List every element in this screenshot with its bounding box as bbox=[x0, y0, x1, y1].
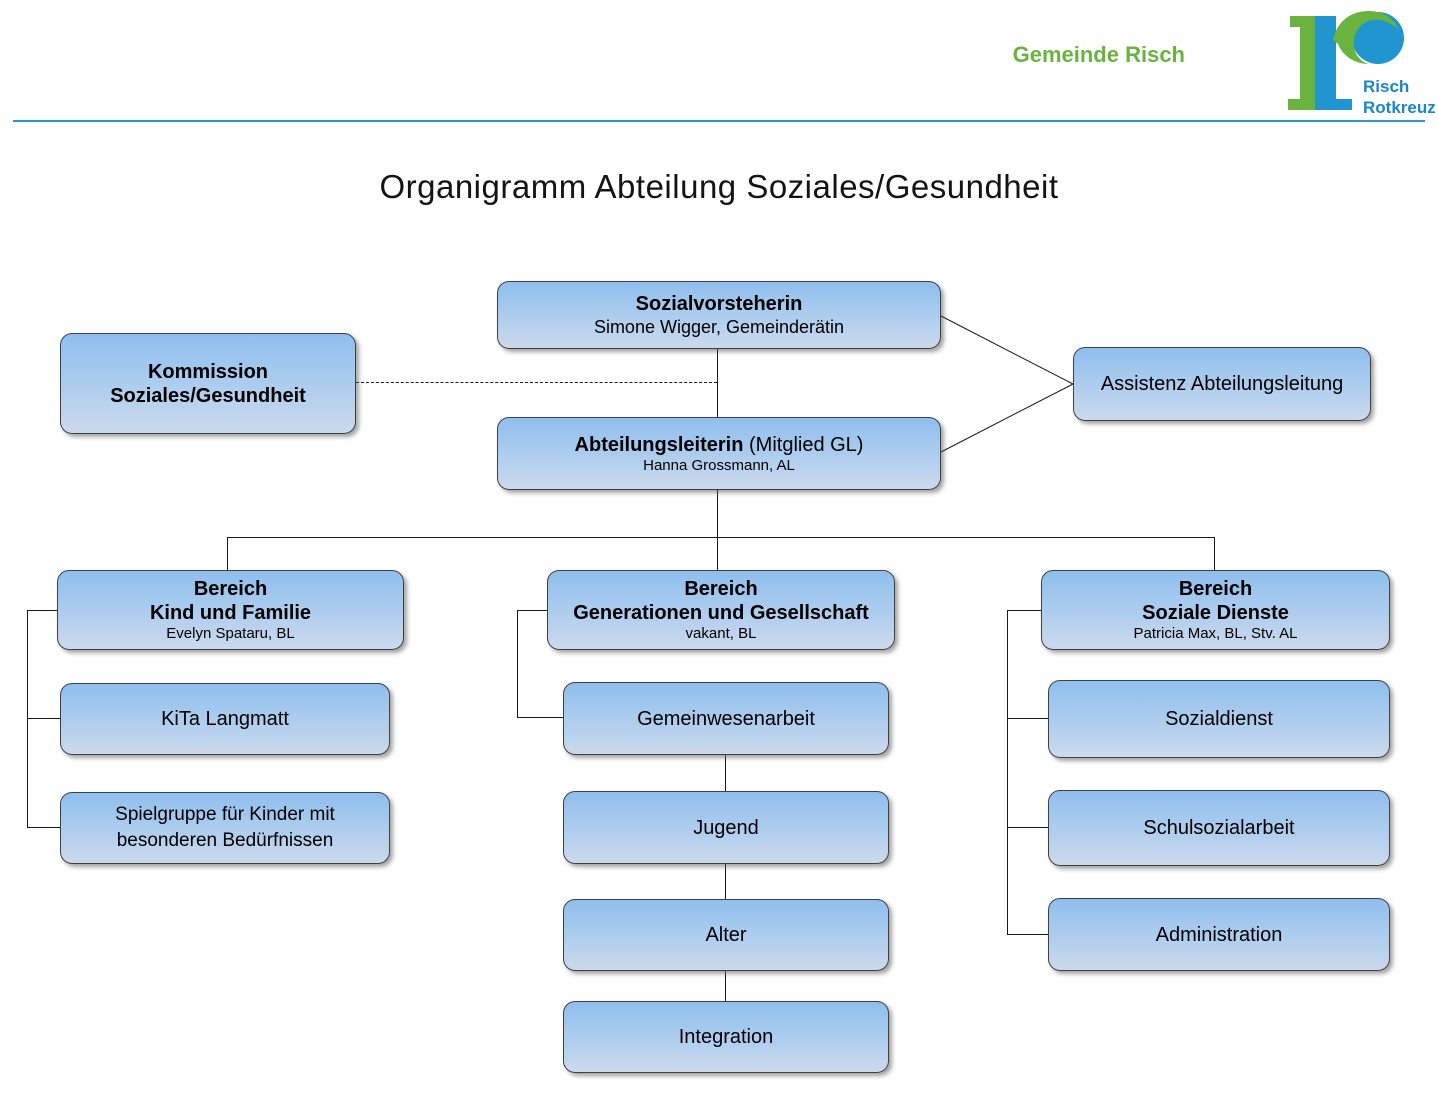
org-node-alter: Alter bbox=[563, 899, 889, 971]
connector-line bbox=[1007, 610, 1041, 611]
org-node-spielgruppe: Spielgruppe für Kinder mit besonderen Be… bbox=[60, 792, 390, 864]
node-title-line1: Kommission bbox=[147, 360, 269, 383]
org-node-jugend: Jugend bbox=[563, 791, 889, 864]
connector-line bbox=[27, 827, 60, 828]
node-title-line1: Bereich bbox=[1178, 578, 1253, 600]
node-title-line2: Soziale Dienste bbox=[1142, 602, 1289, 624]
node-label: Integration bbox=[678, 1026, 774, 1048]
org-node-integration: Integration bbox=[563, 1001, 889, 1073]
connector-line bbox=[1007, 610, 1008, 935]
node-label: Spielgruppe für Kinder mit besonderen Be… bbox=[115, 804, 335, 851]
connector-line bbox=[27, 610, 57, 611]
node-title-bold: Abteilungsleiterin bbox=[574, 433, 744, 456]
node-label: Sozialdienst bbox=[1165, 708, 1273, 730]
risch-rotkreuz-logo: Risch Rotkreuz bbox=[1283, 8, 1436, 118]
connector-line bbox=[517, 610, 518, 718]
node-title-line1: Bereich bbox=[193, 578, 268, 600]
logo-wordmark: Risch Rotkreuz bbox=[1363, 76, 1436, 119]
connector-line bbox=[717, 537, 718, 570]
org-node-schulsozialarbeit: Schulsozialarbeit bbox=[1048, 790, 1390, 866]
logo-line2: Rotkreuz bbox=[1363, 98, 1436, 118]
connector-line bbox=[725, 971, 726, 1001]
node-title-line2: Soziales/Gesundheit bbox=[110, 384, 306, 407]
org-node-kommission: Kommission Soziales/Gesundheit bbox=[60, 333, 356, 434]
connector-line bbox=[1007, 718, 1048, 719]
connector-line bbox=[717, 490, 718, 537]
node-label: Administration bbox=[1155, 923, 1283, 946]
org-node-assistenz: Assistenz Abteilungsleitung bbox=[1073, 347, 1371, 421]
node-label: Assistenz Abteilungsleitung bbox=[1100, 373, 1344, 395]
node-title-rest: (Mitglied GL) bbox=[743, 433, 864, 456]
node-subtitle: Patricia Max, BL, Stv. AL bbox=[1133, 625, 1298, 642]
org-node-bereich-kind-und-familie: Bereich Kind und Familie Evelyn Spataru,… bbox=[57, 570, 404, 650]
connector-line bbox=[725, 755, 726, 791]
org-node-sozialvorsteherin: Sozialvorsteherin Simone Wigger, Gemeind… bbox=[497, 281, 941, 349]
connector-line bbox=[517, 717, 563, 718]
org-node-abteilungsleiterin: Abteilungsleiterin (Mitglied GL) Hanna G… bbox=[497, 417, 941, 490]
connector-line bbox=[227, 537, 228, 570]
org-node-bereich-soziale-dienste: Bereich Soziale Dienste Patricia Max, BL… bbox=[1041, 570, 1390, 650]
connector-line bbox=[1007, 827, 1048, 828]
node-title-line2: Kind und Familie bbox=[149, 602, 312, 624]
logo-r-icon bbox=[1288, 11, 1404, 110]
node-title-line2: Generationen und Gesellschaft bbox=[573, 602, 869, 624]
org-node-bereich-generationen: Bereich Generationen und Gesellschaft va… bbox=[547, 570, 895, 650]
connector-line bbox=[1214, 537, 1215, 570]
node-subtitle: Hanna Grossmann, AL bbox=[643, 456, 795, 474]
node-label: KiTa Langmatt bbox=[161, 708, 289, 730]
header-divider bbox=[13, 120, 1425, 122]
connector-line bbox=[27, 610, 28, 828]
brand-text: Gemeinde Risch bbox=[1012, 42, 1185, 67]
node-subtitle: Evelyn Spataru, BL bbox=[166, 625, 295, 642]
node-label: Jugend bbox=[693, 816, 759, 839]
node-label: Alter bbox=[705, 924, 747, 946]
connector-dashed-line bbox=[356, 382, 717, 383]
org-node-sozialdienst: Sozialdienst bbox=[1048, 680, 1390, 758]
node-title: Abteilungsleiterin (Mitglied GL) bbox=[575, 433, 864, 457]
page-title: Organigramm Abteilung Soziales/Gesundhei… bbox=[379, 168, 1059, 205]
node-subtitle: vakant, BL bbox=[685, 625, 757, 642]
org-node-kita-langmatt: KiTa Langmatt bbox=[60, 683, 390, 755]
connector-line bbox=[517, 610, 547, 611]
node-label: Gemeinwesenarbeit bbox=[637, 707, 815, 730]
node-label: Schulsozialarbeit bbox=[1143, 817, 1295, 839]
org-node-gemeinwesenarbeit: Gemeinwesenarbeit bbox=[563, 682, 889, 755]
connector-line bbox=[725, 864, 726, 899]
node-title: Sozialvorsteherin bbox=[635, 293, 803, 315]
logo-line1: Risch bbox=[1363, 77, 1410, 96]
node-subtitle: Simone Wigger, Gemeinderätin bbox=[593, 317, 845, 337]
connector-line bbox=[27, 718, 60, 719]
connector-line bbox=[227, 537, 1215, 538]
connector-line bbox=[717, 349, 718, 417]
org-node-administration: Administration bbox=[1048, 898, 1390, 971]
node-title-line1: Bereich bbox=[684, 578, 758, 600]
connector-line bbox=[1007, 934, 1048, 935]
